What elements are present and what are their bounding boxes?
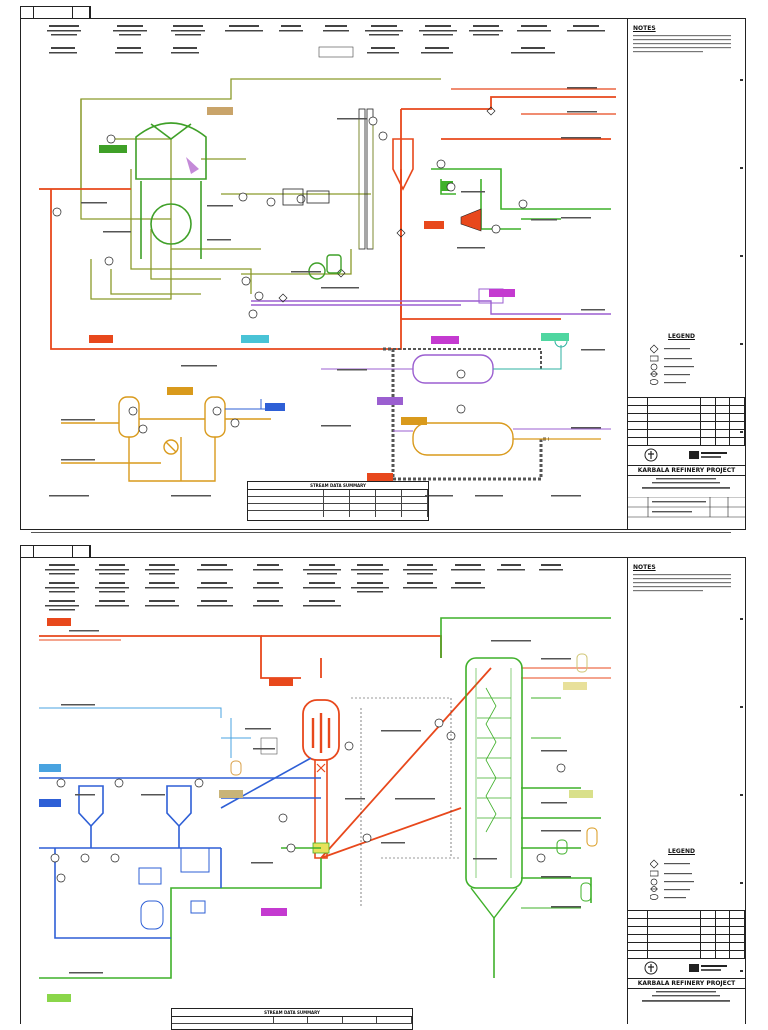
regenerator-vessel: [135, 122, 207, 259]
main-fractionator: [465, 657, 523, 920]
stamp-cell: [34, 7, 74, 19]
document-number-block: [628, 497, 745, 518]
zone-marks-right: [740, 79, 743, 433]
feed-lines: [39, 635, 492, 859]
revision-row: [628, 422, 745, 430]
closed-drain-system: [321, 334, 611, 481]
summary-row: [248, 490, 428, 497]
catalyst-hoppers: [39, 757, 321, 939]
summary-row: [248, 511, 428, 517]
project-name: KARBALA REFINERY PROJECT: [628, 978, 745, 989]
air-dryer-system: [61, 396, 271, 482]
co-boiler-box: [306, 190, 330, 204]
zone-marks-right: [740, 618, 743, 972]
revision-row: [628, 919, 745, 927]
line-labels: [49, 87, 605, 497]
title-block-panel-2: NOTES LEGEND KARBALA REFINERY PROJECT: [627, 558, 745, 1024]
legend-title: LEGEND: [668, 848, 695, 855]
air-blower: [308, 254, 342, 280]
flushing-oil-drum: [230, 760, 242, 776]
flushing-oil-lines: [39, 707, 251, 758]
company-seal-icon: [644, 448, 658, 462]
overhead-receivers: [556, 653, 598, 902]
notes-text-block: [633, 574, 731, 592]
stream-diamonds: [278, 106, 496, 303]
pfd-sheet-2-drawing: [39, 564, 611, 1002]
revision-row: [628, 398, 745, 406]
stamp-cell: [21, 546, 35, 558]
pfd-sheet-2: STREAM DATA SUMMARY NOTES LEGEND KARBALA: [20, 557, 746, 1030]
stamp-cell: [73, 7, 90, 19]
stamp-cell: [21, 7, 35, 19]
notes-title: NOTES: [633, 25, 656, 32]
revision-row: [628, 430, 745, 438]
revision-row: [628, 943, 745, 951]
third-stage-separator-box: [282, 188, 304, 206]
equipment-header-band: [45, 564, 563, 611]
stamp-cell: [34, 546, 74, 558]
equipment-header-band: [47, 25, 605, 58]
revision-row: [628, 414, 745, 422]
purge-lines: [251, 300, 611, 315]
contractor-logo-icon: [689, 964, 728, 972]
control-signal-lines: [351, 697, 461, 908]
instrument-bubbles: [52, 116, 528, 434]
summary-row: [172, 1017, 413, 1024]
revision-table: [628, 397, 745, 446]
contractor-logo-icon: [689, 451, 728, 459]
stamp-cell: [73, 546, 90, 558]
colored-tags: [39, 618, 593, 1002]
co-boiler-column: [358, 108, 374, 250]
revision-row: [628, 911, 745, 919]
feed-lines-thin: [39, 639, 611, 679]
revision-row: [628, 927, 745, 935]
notes-title: NOTES: [633, 564, 656, 571]
document-title-block: [642, 991, 730, 1002]
stream-data-summary: STREAM DATA SUMMARY: [171, 1008, 413, 1030]
flue-gas-outlet-lines: [451, 88, 616, 115]
separator-vessel: [392, 138, 414, 191]
hot-gas-lines: [39, 96, 616, 350]
company-seal-icon: [644, 961, 658, 975]
legend-symbols: [650, 859, 694, 900]
project-name: KARBALA REFINERY PROJECT: [628, 465, 745, 476]
logo-box: [628, 958, 745, 977]
pfd-sheet-1-drawing: [39, 25, 616, 497]
stream-data-summary: STREAM DATA SUMMARY: [247, 481, 429, 521]
revision-row: [628, 935, 745, 943]
summary-row: [248, 497, 428, 504]
summary-row: [248, 504, 428, 511]
notes-text-block: [633, 35, 731, 53]
line-labels: [61, 630, 581, 974]
summary-title: STREAM DATA SUMMARY: [172, 1009, 412, 1017]
side-draw-lines: [521, 697, 581, 909]
revision-row: [628, 406, 745, 414]
document-title-block: [642, 478, 730, 489]
title-block-panel-1: NOTES LEGEND KARBALA REFINERY PROJECT: [627, 19, 745, 529]
legend-symbols: [650, 344, 694, 385]
revision-table: [628, 910, 745, 959]
air-compressor: [460, 208, 482, 232]
bottom-reference-strip: [31, 532, 731, 533]
instrument-bubbles: [50, 718, 566, 883]
pfd-sheet-1: STREAM DATA SUMMARY NOTES LEGEND: [20, 18, 746, 533]
stripping-steam-lines: [39, 617, 611, 979]
catalyst-drums: [138, 847, 210, 930]
logo-box: [628, 445, 745, 464]
cyclone-icon: [186, 157, 199, 174]
colored-tags: [89, 107, 569, 481]
legend-title: LEGEND: [668, 333, 695, 340]
riser-reactor: [302, 699, 340, 859]
air-compressor-lines: [431, 168, 611, 230]
summary-title: STREAM DATA SUMMARY: [248, 482, 428, 490]
